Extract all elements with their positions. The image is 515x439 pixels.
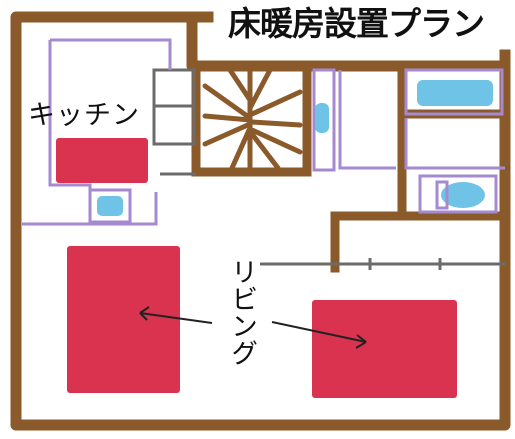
washbasin-icon — [315, 103, 329, 133]
living-label: リビング — [226, 258, 257, 366]
living-heating-panel-right — [312, 300, 457, 398]
blue-fixtures — [97, 80, 493, 216]
purple-outlines — [22, 38, 505, 226]
floor-heating-panels — [56, 138, 457, 398]
toilet-tank — [435, 180, 449, 210]
page-title: 床暖房設置プラン — [228, 2, 515, 46]
bathtub-icon — [417, 80, 493, 106]
gray-partitions — [152, 68, 505, 270]
stairs — [202, 67, 303, 171]
arrow-left — [139, 312, 213, 324]
arrows — [139, 306, 367, 349]
toilet-icon — [441, 182, 485, 208]
kitchen-label: キッチン — [28, 100, 140, 131]
kitchen-sink-icon — [97, 196, 123, 216]
living-heating-panel-left — [67, 246, 180, 393]
kitchen-heating-panel — [56, 138, 148, 183]
arrow-right — [271, 321, 367, 343]
